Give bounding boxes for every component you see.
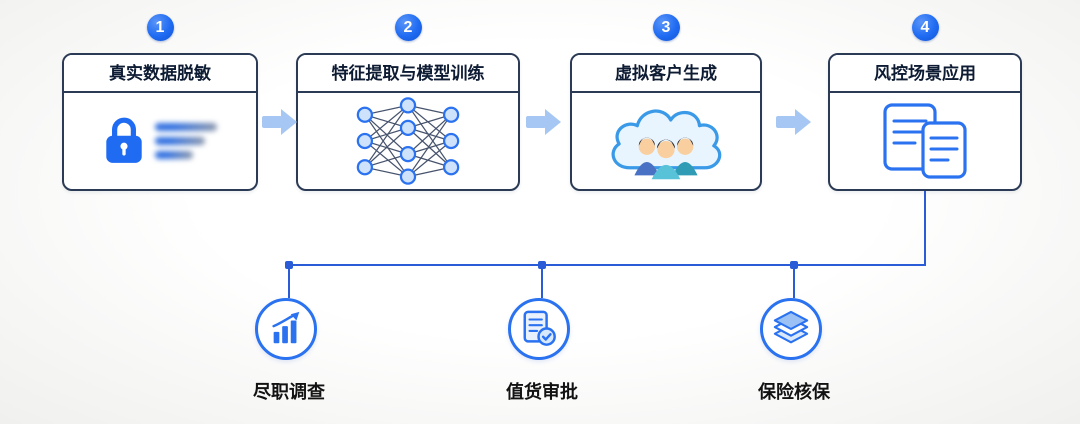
application-circle-underwriting (760, 298, 822, 360)
application-label-due-diligence: 尽职调查 (253, 382, 325, 402)
step-3-title: 虚拟客户生成 (572, 55, 760, 93)
step-1-number-badge: 1 (146, 14, 174, 41)
application-circle-approval (508, 298, 570, 360)
step-4-title: 风控场景应用 (830, 55, 1020, 93)
connector-node-3 (790, 261, 798, 269)
lock-icon (106, 117, 142, 163)
step-3-card: 虚拟客户生成 (570, 53, 762, 191)
step-4-number-badge: 4 (911, 14, 939, 41)
bar-chart-growth-icon (272, 311, 300, 344)
step-2: 2 特征提取与模型训练 (296, 14, 520, 191)
connector-drop-2 (541, 264, 543, 298)
connector-drop-3 (793, 264, 795, 298)
step-4: 4 风控场景应用 (828, 14, 1022, 191)
neural-network-graphic (356, 97, 460, 185)
step-3: 3 虚拟客户生成 (570, 14, 762, 191)
blurred-data-lines (155, 123, 217, 159)
application-label-underwriting: 保险核保 (758, 382, 830, 402)
cloud-people-icon (572, 93, 760, 189)
connector-node-2 (538, 261, 546, 269)
stacked-layers-icon (773, 310, 809, 344)
step-1-title: 真实数据脱敏 (64, 55, 256, 93)
step-2-number-badge: 2 (394, 14, 422, 41)
flow-arrow-1-icon (262, 109, 298, 135)
step-1: 1 真实数据脱敏 (62, 14, 258, 191)
connector-drop-1 (288, 264, 290, 298)
document-approved-icon (523, 310, 556, 346)
neural-network-icon (298, 93, 518, 189)
step-1-card: 真实数据脱敏 (62, 53, 258, 191)
application-label-approval: 值货审批 (506, 382, 578, 402)
connector-node-1 (285, 261, 293, 269)
step-3-number-badge: 3 (652, 14, 680, 41)
flow-arrow-2-icon (526, 109, 562, 135)
documents-graphic (883, 103, 967, 179)
flow-arrow-3-icon (776, 109, 812, 135)
cloud-people-graphic (611, 109, 722, 180)
step-2-card: 特征提取与模型训练 (296, 53, 520, 191)
step-4-card: 风控场景应用 (828, 53, 1022, 191)
documents-icon (830, 93, 1020, 189)
connector-vertical-from-step-4 (924, 191, 926, 265)
connector-horizontal (288, 264, 926, 266)
application-circle-due-diligence (255, 298, 317, 360)
step-2-title: 特征提取与模型训练 (298, 55, 518, 93)
lock-blurred-data-icon (64, 93, 256, 189)
